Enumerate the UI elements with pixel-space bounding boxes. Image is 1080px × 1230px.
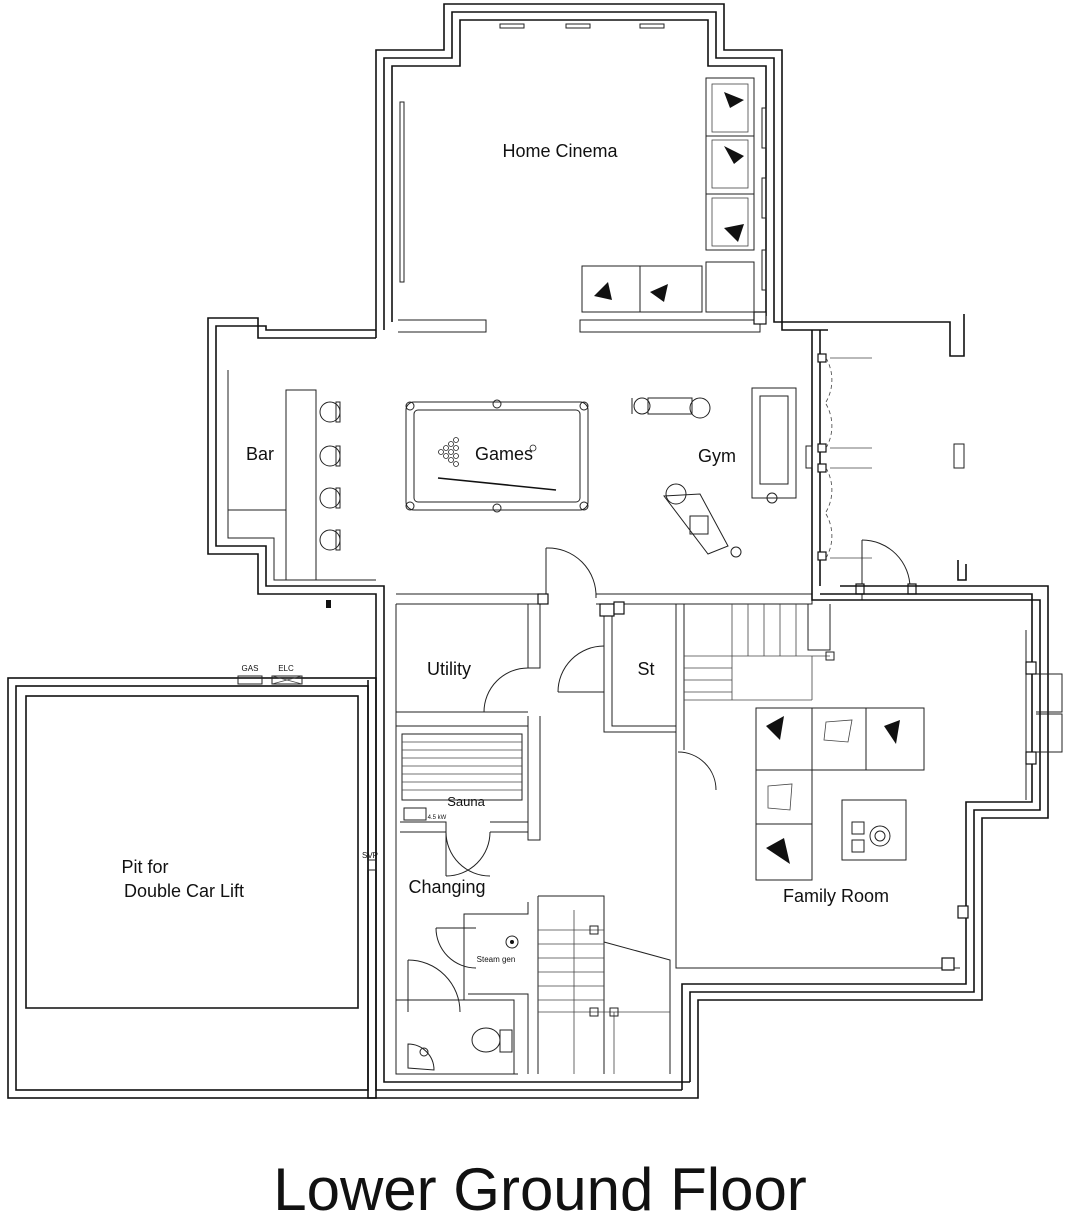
sofa-icon [755,707,925,881]
home-cinema-walls [375,3,828,338]
label-games: Games [475,444,533,464]
label-family-room: Family Room [783,886,889,906]
label-steam-gen: Steam gen [477,955,516,964]
cinema-sofa-icon [581,77,755,313]
treadmill-icon [751,387,813,504]
label-pit-line2: Double Car Lift [124,881,244,901]
car-lift-pit [7,600,377,1099]
bar-counter [228,389,317,581]
main-hall-walls [207,314,967,680]
label-bar: Bar [246,444,274,464]
floor-plan: Home Cinema Bar Games Gym Utility St Sau… [7,3,1063,1099]
label-changing: Changing [408,877,485,897]
plan-title: Lower Ground Floor [273,1156,807,1223]
label-elc: ELC [278,664,294,673]
label-gas: GAS [242,664,259,673]
label-svp: SVP [362,851,378,860]
door-swing-icon [817,353,965,600]
exercise-bike-icon [631,397,711,419]
label-store: St [637,659,654,679]
label-sauna-heater: 4.5 kW [428,815,447,821]
label-gym: Gym [698,446,736,466]
weight-machine-icon [663,483,742,558]
family-room-walls [675,585,1063,1090]
label-home-cinema: Home Cinema [502,141,618,161]
staircase-icon [537,603,835,1074]
steam-generator-icon [505,935,519,949]
pool-table-icon [405,399,589,513]
label-pit-line1: Pit for [121,857,168,877]
coffee-table-icon [841,799,907,861]
sauna-benches [401,733,523,821]
interior-doors [407,547,605,1013]
shower-icon [407,1043,435,1071]
label-sauna: Sauna [447,794,485,809]
bar-stool-icon [319,401,341,551]
toilet-icon [471,1027,513,1053]
label-utility: Utility [427,659,471,679]
